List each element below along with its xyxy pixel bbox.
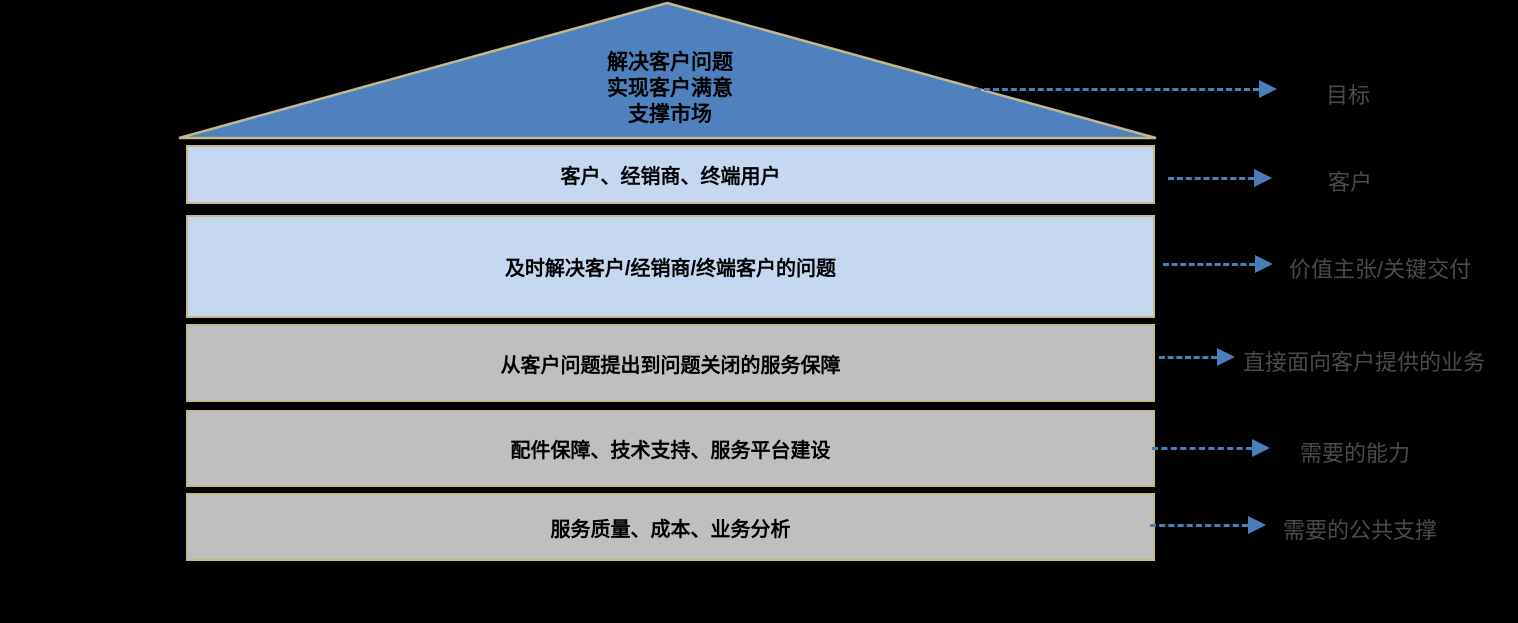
dashed-arrow-customers	[1168, 169, 1272, 187]
annotation-goal: 目标	[1326, 83, 1371, 108]
layer-customer-facing-business: 从客户问题提出到问题关闭的服务保障	[186, 324, 1155, 402]
roof-goal-line-1: 解决客户问题	[607, 51, 733, 74]
dashed-arrow-common-support	[1150, 516, 1266, 534]
annotation-customer-facing-business: 直接面向客户提供的业务	[1243, 350, 1486, 375]
annotation-value-proposition: 价值主张/关键交付	[1289, 257, 1472, 282]
annotation-required-capabilities: 需要的能力	[1300, 441, 1411, 466]
layer-value-proposition-text: 及时解决客户/经销商/终端客户的问题	[504, 258, 837, 280]
layer-customer-facing-business-text: 从客户问题提出到问题关闭的服务保障	[500, 354, 841, 377]
dashed-arrow-customer-facing-business	[1159, 348, 1235, 366]
layer-value-proposition: 及时解决客户/经销商/终端客户的问题	[186, 215, 1155, 318]
dashed-arrow-required-capabilities	[1152, 439, 1270, 457]
layer-required-capabilities: 配件保障、技术支持、服务平台建设	[186, 410, 1155, 487]
roof-goal-line-3: 支撑市场	[628, 103, 712, 126]
annotation-customers: 客户	[1328, 170, 1373, 195]
layer-common-support: 服务质量、成本、业务分析	[186, 493, 1155, 561]
dashed-arrow-value-proposition	[1163, 255, 1273, 273]
annotation-common-support: 需要的公共支撑	[1283, 518, 1438, 543]
layer-common-support-text: 服务质量、成本、业务分析	[550, 518, 791, 541]
roof-goal-line-2: 实现客户满意	[607, 77, 733, 100]
roof-goal-text: 解决客户问题 实现客户满意 支撑市场	[520, 50, 820, 128]
layer-required-capabilities-text: 配件保障、技术支持、服务平台建设	[510, 440, 831, 462]
layer-customers: 客户、经销商、终端用户	[186, 145, 1155, 204]
layer-customers-text: 客户、经销商、终端用户	[560, 166, 781, 188]
dashed-arrow-goal	[975, 80, 1277, 98]
